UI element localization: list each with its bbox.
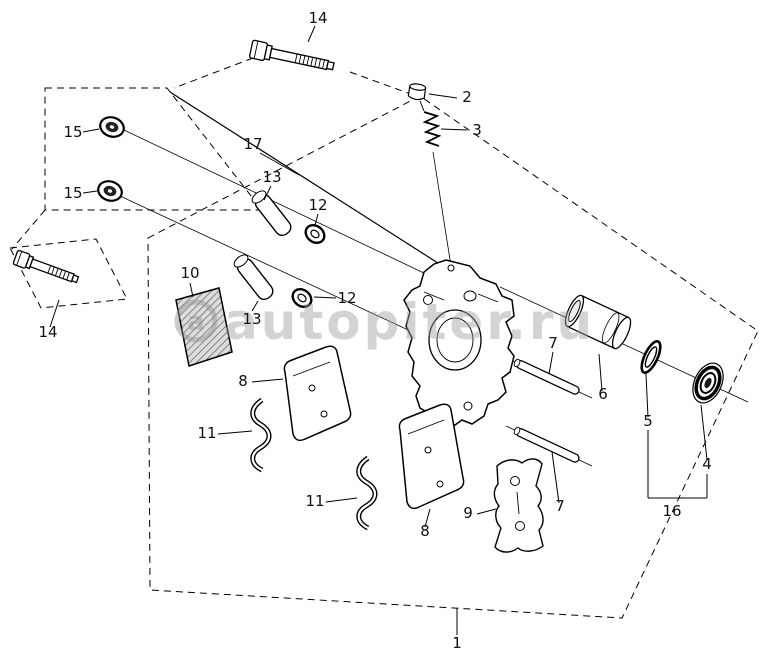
callout-17: 17 <box>243 135 262 153</box>
callout-8-inner: 8 <box>238 372 248 390</box>
watermark-logo-letter: a <box>187 307 205 337</box>
brake-pad-8-outer <box>398 403 465 510</box>
pin-13-lower <box>233 254 274 301</box>
callout-11-lower: 11 <box>305 492 324 510</box>
caliper-body <box>403 259 515 431</box>
callout-1: 1 <box>452 634 462 652</box>
callout-7-upper: 7 <box>548 334 558 352</box>
kit-16-bracket <box>647 430 708 499</box>
callout-9: 9 <box>463 504 473 522</box>
callout-4: 4 <box>702 455 712 473</box>
leader-4 <box>700 404 708 461</box>
pad-pin-7-upper <box>513 358 580 395</box>
spring-3 <box>419 100 442 147</box>
callout-12-upper: 12 <box>308 196 327 214</box>
boundary-connectors <box>11 57 417 250</box>
pin-13-upper <box>251 190 292 237</box>
leader-11-upper <box>217 430 253 435</box>
callout-15-lower: 15 <box>63 184 82 202</box>
leader-11-lower <box>325 497 358 503</box>
leader-15-upper <box>82 128 100 133</box>
leader-8-outer <box>424 508 431 528</box>
long-pin-17 <box>169 91 453 273</box>
callout-14-top: 14 <box>308 9 327 27</box>
leader-14-left <box>49 299 60 328</box>
leader-2 <box>428 93 458 99</box>
callout-labels: 14 2 3 15 15 17 13 12 14 10 13 12 8 11 1… <box>38 9 711 652</box>
seal-ring-12-upper <box>304 223 326 245</box>
bolt-14-top <box>248 39 335 71</box>
leader-5 <box>645 373 649 418</box>
callout-2: 2 <box>462 88 472 106</box>
leader-3 <box>440 128 468 131</box>
piston-boot-4 <box>692 362 724 404</box>
main-boundary <box>147 95 759 619</box>
piston-6 <box>564 294 632 350</box>
leader-12-lower <box>313 296 337 299</box>
leader-13-lower <box>251 300 259 312</box>
pad-spring-11-upper <box>250 397 272 473</box>
piston-seal-5 <box>640 340 662 374</box>
watermark-logo-circle <box>174 299 218 343</box>
washer-15-upper <box>99 116 125 138</box>
watermark: a autopiter.ru <box>174 293 595 351</box>
pad-pin-7-lower <box>513 426 580 463</box>
watermark-text: autopiter.ru <box>224 293 595 351</box>
leader-17 <box>259 152 300 176</box>
pad-spring-11-lower <box>356 455 378 531</box>
leader-6 <box>598 353 603 392</box>
callout-8-outer: 8 <box>420 522 430 540</box>
bleeder-cap-2 <box>407 83 427 101</box>
leader-lines <box>49 25 708 635</box>
leader-15-lower <box>82 190 98 194</box>
callout-13-lower: 13 <box>242 310 261 328</box>
retainer-clip-9 <box>493 458 544 553</box>
callout-15-upper: 15 <box>63 123 82 141</box>
callout-7-lower: 7 <box>555 497 565 515</box>
callout-14-left: 14 <box>38 323 57 341</box>
callout-6: 6 <box>598 385 608 403</box>
axis-lines <box>119 91 749 467</box>
callout-11-upper: 11 <box>197 424 216 442</box>
leader-7-upper <box>548 351 554 375</box>
callout-13-upper: 13 <box>262 168 281 186</box>
leader-7-lower <box>551 451 560 504</box>
bolt-14-left <box>12 249 80 284</box>
callout-5: 5 <box>643 412 653 430</box>
seal-ring-12-lower <box>291 287 313 309</box>
leader-8-inner <box>251 378 284 383</box>
leader-9 <box>476 508 497 515</box>
callout-12-lower: 12 <box>337 289 356 307</box>
bleeder-axis <box>432 151 452 267</box>
leader-10 <box>189 282 194 298</box>
leader-13-upper <box>263 185 272 201</box>
callout-10: 10 <box>180 264 199 282</box>
leader-14-top <box>307 25 316 43</box>
leader-12-upper <box>314 213 319 226</box>
callout-16: 16 <box>662 502 681 520</box>
callout-3: 3 <box>472 121 482 139</box>
pad-shim-10 <box>175 287 233 367</box>
brake-pad-8-inner <box>283 345 352 442</box>
washer-15-lower <box>97 180 123 202</box>
